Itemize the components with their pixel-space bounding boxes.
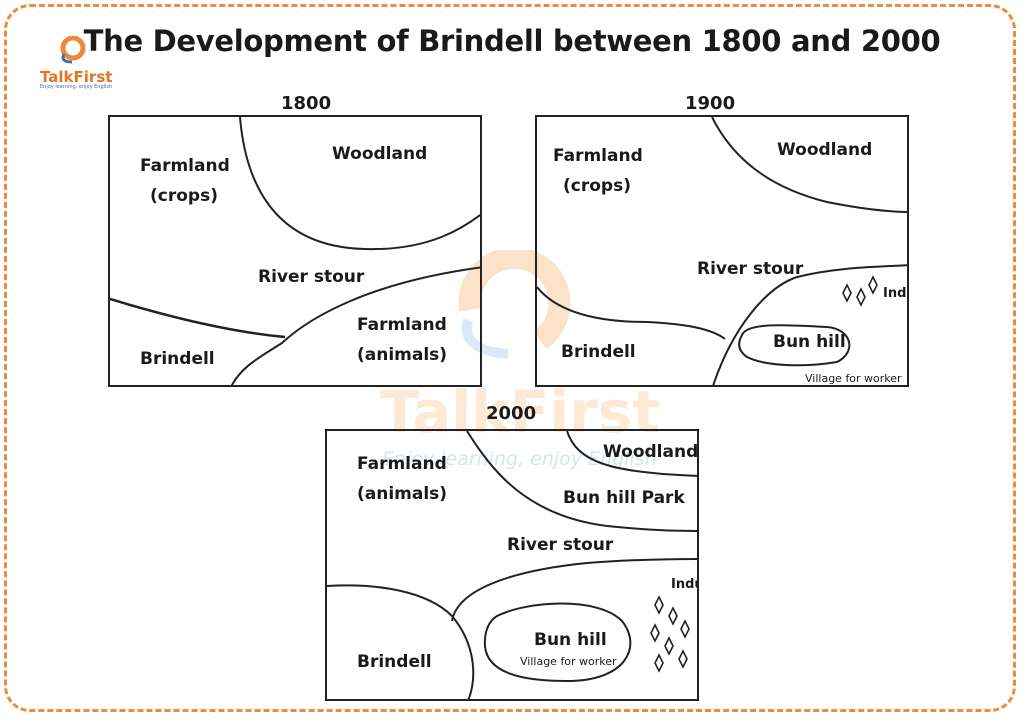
map-year-1900: 1900: [685, 93, 736, 114]
label-bun-hill-park: Bun hill Park: [563, 488, 685, 508]
label-farmland-animals-line2: (animals): [357, 484, 448, 504]
label-river-stour: River stour: [697, 259, 804, 279]
label-village-for-worker: Village for worker: [805, 372, 902, 385]
label-industry: Industry: [883, 286, 907, 301]
map-1800: Farmland (crops) Woodland River stour Fa…: [108, 115, 482, 387]
label-farmland-animals-line2: (animals): [357, 345, 448, 365]
label-farmland-crops-line1: Farmland: [553, 146, 643, 166]
talkfirst-logo-icon: [60, 36, 86, 64]
dashed-border-frame: [4, 4, 1016, 712]
map-1800-lines: [110, 117, 480, 385]
map-2000: Farmland (animals) Woodland Bun hill Par…: [325, 429, 699, 701]
label-industry: Industry: [671, 577, 697, 592]
label-farmland-crops-line1: Farmland: [140, 156, 230, 176]
label-river-stour: River stour: [258, 267, 365, 287]
label-woodland: Woodland: [332, 144, 428, 164]
map-year-1800: 1800: [281, 93, 332, 114]
label-brindell: Brindell: [140, 349, 215, 369]
label-farmland-crops-line2: (crops): [563, 176, 631, 196]
map-2000-lines: [327, 431, 697, 699]
map-1900-lines: [537, 117, 907, 385]
label-farmland-animals-line1: Farmland: [357, 454, 447, 474]
label-village-for-worker: Village for worker: [520, 655, 617, 668]
label-farmland-animals-line1: Farmland: [357, 315, 447, 335]
map-year-2000: 2000: [486, 403, 537, 424]
label-brindell: Brindell: [561, 342, 636, 362]
industry-diamond-icons: [650, 595, 690, 673]
logo-name: TalkFirst: [40, 68, 113, 86]
label-bun-hill: Bun hill: [534, 630, 607, 650]
label-woodland: Woodland: [777, 140, 873, 160]
logo-tagline: Enjoy learning, enjoy English: [40, 84, 113, 90]
industry-diamond-icons: [842, 275, 878, 307]
label-woodland: Woodland: [603, 442, 699, 462]
label-river-stour: River stour: [507, 535, 614, 555]
label-brindell: Brindell: [357, 652, 432, 672]
page-title: The Development of Brindell between 1800…: [83, 24, 941, 58]
label-bun-hill: Bun hill: [773, 332, 846, 352]
map-1900: Farmland (crops) Woodland River stour In…: [535, 115, 909, 387]
label-farmland-crops-line2: (crops): [150, 186, 218, 206]
